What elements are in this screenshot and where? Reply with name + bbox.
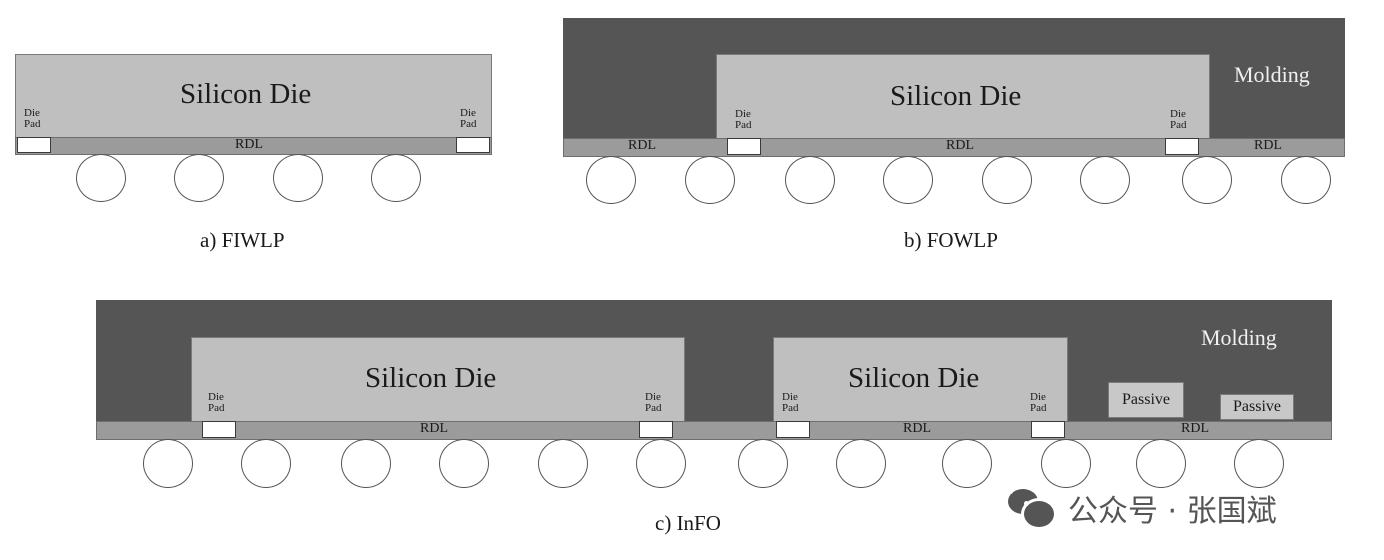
rdl-label: RDL xyxy=(235,137,263,152)
solder-ball xyxy=(586,156,636,204)
die-pad xyxy=(1165,138,1199,155)
die-pad xyxy=(727,138,761,155)
die-pad xyxy=(202,421,236,438)
rdl-label: RDL xyxy=(946,138,974,153)
solder-ball xyxy=(273,154,323,202)
solder-ball xyxy=(942,439,992,488)
solder-ball xyxy=(143,439,193,488)
passive-component: Passive xyxy=(1220,394,1294,420)
rdl-layer xyxy=(15,137,492,155)
die-pad xyxy=(1031,421,1065,438)
silicon-die-label: Silicon Die xyxy=(848,362,980,394)
rdl-label: RDL xyxy=(420,421,448,436)
die-pad xyxy=(17,137,51,153)
solder-ball xyxy=(836,439,886,488)
solder-ball xyxy=(1136,439,1186,488)
watermark-text: 公众号 · 张国斌 xyxy=(1068,494,1277,529)
silicon-die xyxy=(773,337,1068,423)
solder-ball xyxy=(341,439,391,488)
rdl-layer xyxy=(96,421,1332,440)
wechat-icon xyxy=(1008,489,1057,530)
solder-ball xyxy=(636,439,686,488)
die-pad xyxy=(776,421,810,438)
solder-ball xyxy=(1281,156,1331,204)
solder-ball xyxy=(76,154,126,202)
solder-ball xyxy=(241,439,291,488)
silicon-die xyxy=(15,54,492,138)
solder-ball xyxy=(982,156,1032,204)
solder-ball xyxy=(1041,439,1091,488)
caption-fowlp: b) FOWLP xyxy=(904,228,998,252)
passive-component: Passive xyxy=(1108,382,1184,418)
solder-ball xyxy=(371,154,421,202)
solder-ball xyxy=(538,439,588,488)
caption-info: c) InFO xyxy=(655,511,721,535)
solder-ball xyxy=(1234,439,1284,488)
solder-ball xyxy=(1182,156,1232,204)
solder-ball xyxy=(685,156,735,204)
rdl-label: RDL xyxy=(903,421,931,436)
solder-ball xyxy=(738,439,788,488)
die-pad xyxy=(456,137,490,153)
rdl-label: RDL xyxy=(1181,421,1209,436)
watermark: 公众号 · 张国斌 xyxy=(1008,486,1277,530)
silicon-die-label: Silicon Die xyxy=(890,80,1022,112)
molding-label: Molding xyxy=(1201,325,1277,350)
caption-fiwlp: a) FIWLP xyxy=(200,228,285,252)
rdl-label: RDL xyxy=(1254,138,1282,153)
solder-ball xyxy=(439,439,489,488)
solder-ball xyxy=(1080,156,1130,204)
molding-label: Molding xyxy=(1234,62,1310,87)
silicon-die xyxy=(191,337,685,423)
solder-ball xyxy=(883,156,933,204)
silicon-die-label: Silicon Die xyxy=(180,78,312,110)
silicon-die-label: Silicon Die xyxy=(365,362,497,394)
solder-ball xyxy=(785,156,835,204)
die-pad xyxy=(639,421,673,438)
rdl-label: RDL xyxy=(628,138,656,153)
solder-ball xyxy=(174,154,224,202)
